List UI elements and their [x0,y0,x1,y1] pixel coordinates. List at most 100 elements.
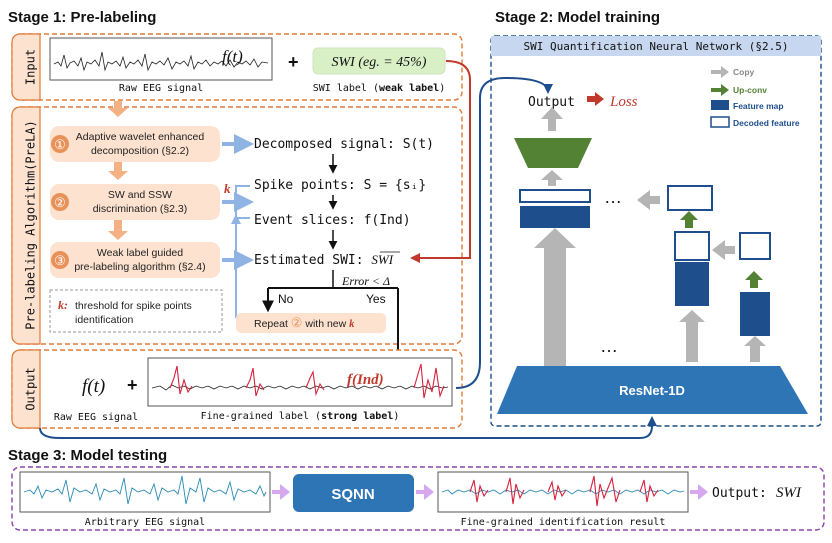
feature-map-left [520,206,590,228]
testing-arrow-1 [272,484,290,500]
feature-map-right [740,292,770,336]
testing-panel: Arbitrary EEG signal SQNN Fine-grained i… [11,466,825,531]
stage1-title: Stage 1: Pre-labeling [8,9,156,26]
head-up-arrow [541,107,563,131]
k-note-line2: identification [75,314,134,326]
flow-k-label: k [224,181,231,196]
stage2-title: Stage 2: Model training [495,9,660,26]
spike-points: Spike points: S = {sᵢ} [254,178,426,193]
output-raw-eeg-caption: Raw EEG signal [54,412,138,423]
input-f-t: f(t) [222,47,243,66]
step1-number-badge [51,135,69,153]
result-spike-3 [547,479,567,501]
label-to-model-connector [455,76,553,389]
arbitrary-eeg-caption: Arbitrary EEG signal [85,517,205,528]
yes-label: Yes [366,292,386,306]
upconv-arrow-mid [680,211,698,228]
decoded-legend-icon [710,116,730,128]
input-plus: + [288,52,299,72]
decoder-up-arrow [541,170,563,186]
output-head [514,138,592,168]
k-note-symbol: k: [58,298,68,312]
k-note-line1: threshold for spike points [75,300,192,312]
strong-label-spike-3 [305,370,325,397]
k-note-box [49,289,223,333]
encoder-ellipsis: … [600,336,618,356]
step2-number-badge [51,193,69,211]
step1-line1: Adaptive wavelet enhanced [76,131,205,143]
testing-arrow-2 [416,484,434,500]
strong-label-spike-4 [413,363,445,399]
legend: Copy Up-conv Feature map Decoded feature [710,66,800,128]
copy-legend-label: Copy [733,67,755,77]
left-skip-column [534,228,576,368]
step2-line1: SW and SSW [108,189,172,201]
decoder-ellipsis: … [604,187,622,207]
decomposed-signal: Decomposed signal: S(t) [254,137,434,152]
step3-number-badge [51,251,69,269]
upconv-legend-icon [711,84,729,96]
prela-panel: Pre-labeling Algorithm(PreLA) ① Adaptive… [11,101,463,363]
error-condition: Error < Δ [341,274,390,288]
sqnn-label: SQNN [331,486,374,503]
decoded-feature-mid-top [667,185,713,211]
step3-line2: pre-labeling algorithm (§2.4) [74,261,205,273]
result-waveform-base [441,489,685,495]
repeat-text: Repeat ② with new k [254,315,355,330]
testing-arrow-3 [690,484,708,500]
raw-eeg-caption: Raw EEG signal [119,83,203,94]
decoded-legend-label: Decoded feature [733,118,800,128]
step3-line1: Weak label guided [97,247,183,259]
estimated-swi: Estimated SWI: SWI [254,252,394,268]
result-spike-5 [639,479,659,503]
testing-output-label: Output: [712,486,767,501]
weak-label-arrow [410,60,471,263]
mid-skip-arrow [679,310,705,362]
event-slices: Event slices: f(Ind) [254,213,411,228]
step1-line2: decomposition (§2.2) [91,145,189,157]
copy-arrow-top [637,190,660,210]
repeat-box [236,313,386,333]
no-label: No [278,292,294,306]
feature-map-legend-icon [711,100,729,110]
copy-arrow-mid [712,240,735,260]
step3-box [50,242,220,278]
loss-label: Loss [609,94,638,110]
strong-label-spike-2 [245,367,265,397]
decoded-feature-mid [674,231,710,261]
f-ind-label: f(Ind) [347,372,384,388]
right-skip-arrow [744,336,766,362]
strong-label-box [147,357,453,407]
model-panel: SWI Quantification Neural Network (§2.5)… [490,35,822,427]
step1-number: ① [54,137,66,152]
strong-label-caption: Fine-grained label (strong label) [201,411,400,422]
step2-line2: discrimination (§2.3) [93,203,188,215]
sqnn-box [293,474,414,512]
strong-label-spike-1 [169,365,193,395]
decoded-feature-right [739,232,771,260]
resnet-encoder [497,366,808,414]
input-panel: Input f(t) Raw EEG signal + SWI (eg. = 4… [11,33,463,101]
feature-map-legend-label: Feature map [733,101,784,111]
step2-number: ② [54,195,66,210]
decoded-feature-left [519,189,591,203]
model-output-label: Output [528,95,575,110]
step3-number: ③ [54,253,66,268]
output-panel: Output f(t) + Raw EEG signal f(Ind) Fine… [11,349,463,429]
loss-arrow [587,92,604,106]
swi-value-box [312,47,446,75]
eeg-to-resnet-connector [39,416,657,439]
step2-box [50,184,220,220]
arbitrary-eeg-box [19,471,271,513]
upconv-legend-label: Up-conv [733,85,767,95]
result-caption: Fine-grained identification result [461,517,666,528]
resnet-label: ResNet-1D [619,383,685,398]
output-f-t: f(t) [82,376,105,397]
step1-box [50,126,220,162]
raw-eeg-box [49,37,273,81]
output-side-label: Output [24,367,38,410]
prela-side-label: Pre-labeling Algorithm(PreLA) [24,120,38,330]
result-spike-1 [469,479,489,503]
